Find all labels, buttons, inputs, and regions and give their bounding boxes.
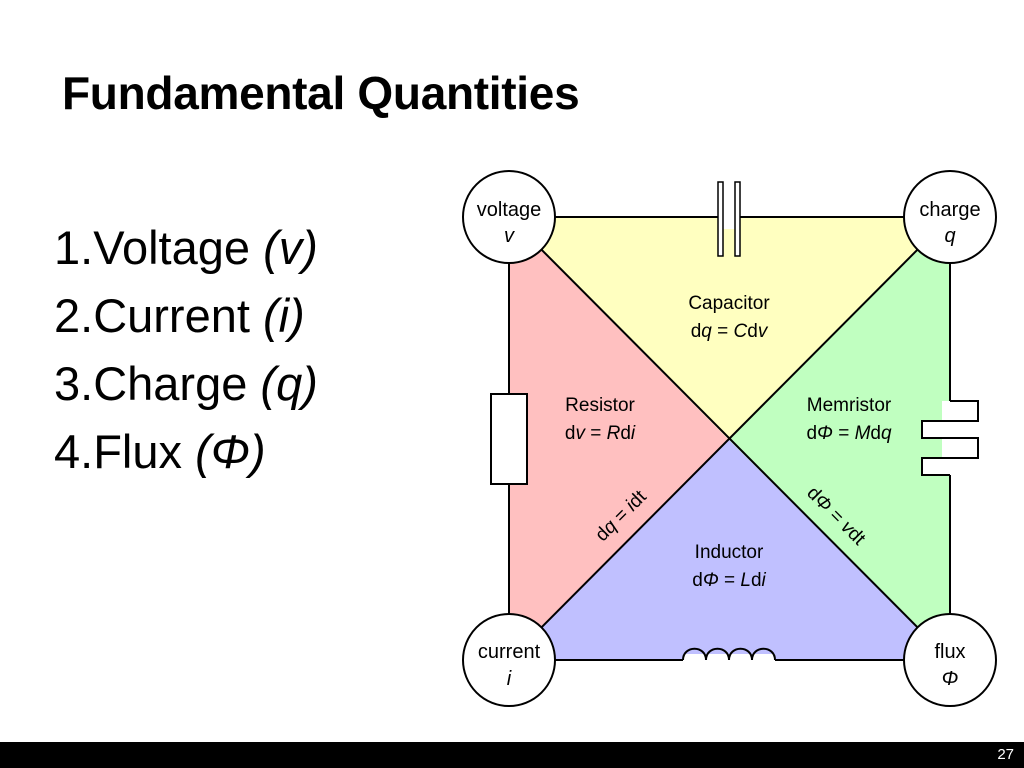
inductor-symbol [682,647,776,666]
memristor-symbol [921,400,979,476]
capacitor-label: Capacitor [688,293,770,314]
resistor-symbol [490,393,528,485]
node-current-name: current [478,641,541,663]
node-voltage-symbol: v [504,225,515,247]
page-number: 27 [997,746,1014,763]
resistor-equation: dv = Rdi [565,423,636,444]
footer-bar: 27 [0,742,1024,768]
capacitor-symbol [717,181,741,257]
node-charge-name: charge [919,199,980,221]
node-charge: charge q [903,170,997,264]
node-charge-symbol: q [944,225,955,247]
node-flux: flux Φ [903,613,997,707]
list-item: 4.Flux (Φ) [54,425,266,478]
capacitor-equation: dq = Cdv [691,321,769,342]
node-flux-name: flux [934,641,965,663]
node-voltage: voltage v [462,170,556,264]
inductor-region [509,440,950,660]
inductor-equation: dΦ = Ldi [692,570,766,591]
list-item: 2.Current (i) [54,289,305,342]
node-voltage-name: voltage [477,199,542,221]
node-current: current i [462,613,556,707]
slide-title: Fundamental Quantities [62,67,580,119]
inductor-label: Inductor [695,542,764,563]
diagonal-right [508,216,951,661]
memristor-label: Memristor [807,395,892,416]
flux-voltage-relation: dΦ = vdt [802,483,869,550]
quantities-list: 1.Voltage (v) 2.Current (i) 3.Charge (q)… [54,214,318,486]
capacitor-region [509,217,950,440]
resistor-region [509,217,729,660]
list-item: 3.Charge (q) [54,357,318,410]
memristor-equation: dΦ = Mdq [806,423,892,444]
resistor-label: Resistor [565,395,635,416]
list-item: 1.Voltage (v) [54,221,318,274]
node-current-symbol: i [507,668,512,690]
memristor-region [729,217,950,660]
two-terminal-elements-diagram: voltage v charge q current i flux Φ Capa… [462,170,997,707]
node-flux-symbol: Φ [942,668,959,690]
